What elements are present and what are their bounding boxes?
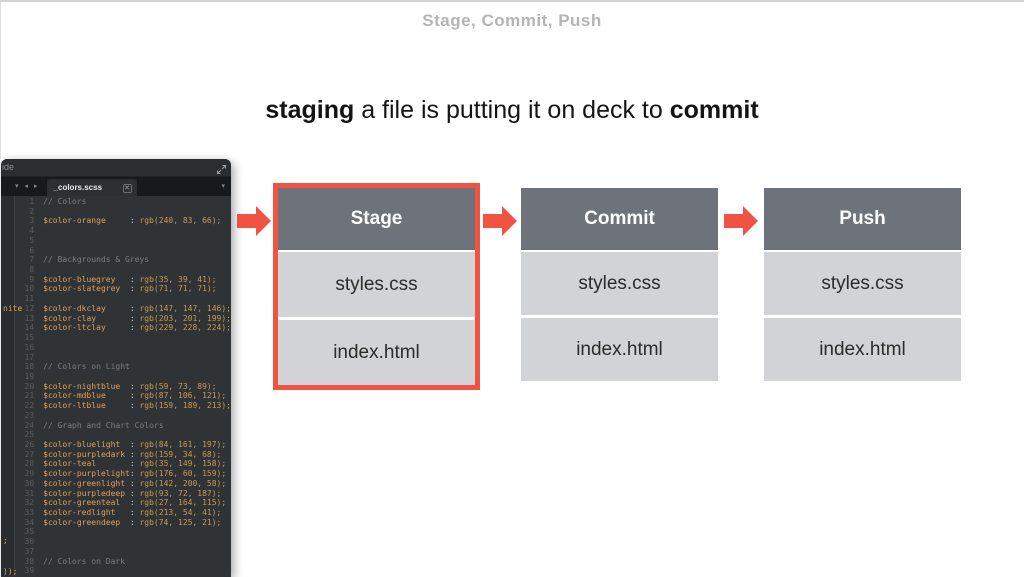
code-line: 12$color-dkclay : rgb(147, 147, 146); bbox=[24, 303, 232, 313]
code-line: 29$color-purplelight: rgb(176, 60, 159); bbox=[24, 469, 227, 479]
code-line: 30$color-greenlight : rgb(142, 200, 58); bbox=[24, 478, 227, 488]
code-editor-window: ide ▾ ◂ ▸ _colors.scss ✕ ▾ nite ; )); 1 bbox=[1, 159, 231, 577]
code-line: 6 bbox=[29, 245, 35, 255]
code-line: 21$color-mdblue : rgb(87, 106, 121); bbox=[24, 391, 227, 401]
code-line: 35 bbox=[24, 527, 35, 537]
code-line: 25 bbox=[24, 430, 35, 440]
code-line: 7// Backgrounds & Greys bbox=[29, 255, 150, 265]
stage-box-header: Stage bbox=[278, 188, 475, 250]
code-line: 9$color-bluegrey : rgb(35, 39, 41); bbox=[29, 274, 217, 284]
code-line: 24// Graph and Chart Colors bbox=[24, 420, 164, 430]
flow-arrow-commit-to-push bbox=[724, 206, 758, 236]
heading-bold-commit: commit bbox=[669, 96, 759, 124]
code-line: 18// Colors on Light bbox=[24, 362, 130, 372]
code-line: 20$color-nightblue : rgb(59, 73, 89); bbox=[24, 381, 217, 391]
code-line: 31$color-purpledeep : rgb(93, 72, 187); bbox=[24, 488, 222, 498]
slide-header-title: Stage, Commit, Push bbox=[422, 11, 602, 30]
stage-file-row: styles.css bbox=[278, 252, 475, 317]
code-line: 22$color-ltblue : rgb(159, 189, 213); bbox=[24, 401, 232, 411]
commit-box: Commit styles.css index.html bbox=[521, 188, 718, 381]
fullscreen-icon[interactable] bbox=[216, 162, 227, 174]
code-line: 5 bbox=[29, 235, 35, 245]
code-line: 26$color-bluelight : rgb(84, 161, 197); bbox=[24, 439, 227, 449]
tab-label: _colors.scss bbox=[53, 183, 103, 192]
code-line: 4 bbox=[29, 226, 35, 236]
code-fragment: ; bbox=[3, 536, 8, 545]
code-line: 17 bbox=[24, 352, 35, 362]
code-line: 28$color-teal : rgb(35, 149, 158); bbox=[24, 459, 227, 469]
flow-arrow-stage-to-commit bbox=[483, 206, 517, 236]
code-line: 37 bbox=[24, 546, 35, 556]
code-line: 14$color-ltclay : rgb(229, 228, 224); bbox=[24, 323, 232, 333]
code-line: 34$color-greendeep : rgb(74, 125, 21); bbox=[24, 517, 222, 527]
code-line: 13$color-clay : rgb(203, 201, 199); bbox=[24, 313, 232, 323]
commit-file-row: styles.css bbox=[521, 252, 718, 315]
slide-top-border bbox=[0, 0, 1024, 2]
close-tab-icon[interactable]: ✕ bbox=[122, 184, 132, 193]
code-line: 27$color-purpledark : rgb(159, 34, 68); bbox=[24, 449, 222, 459]
stage-file-row: index.html bbox=[278, 320, 475, 385]
code-line: 16 bbox=[24, 342, 35, 352]
nav-forward-icon[interactable]: ▸ bbox=[34, 183, 38, 190]
tab-colors-scss[interactable]: _colors.scss ✕ bbox=[46, 179, 137, 196]
code-line: 36 bbox=[24, 537, 35, 547]
tab-list-icon[interactable]: ▾ bbox=[221, 183, 225, 190]
code-line: 2 bbox=[29, 206, 35, 216]
editor-tabbar: ▾ ◂ ▸ _colors.scss ✕ ▾ bbox=[1, 177, 231, 196]
push-file-row: styles.css bbox=[764, 252, 961, 315]
slide-left-border bbox=[0, 2, 1, 159]
code-line: 39 bbox=[24, 566, 35, 576]
code-line: 1// Colors bbox=[29, 197, 87, 206]
code-line: 8 bbox=[29, 265, 35, 275]
push-box: Push styles.css index.html bbox=[764, 188, 961, 381]
slide-heading: staging a file is putting it on deck to … bbox=[0, 96, 1024, 125]
nav-back-icon[interactable]: ◂ bbox=[24, 183, 29, 190]
push-box-header: Push bbox=[764, 188, 961, 250]
stage-box: Stage styles.css index.html bbox=[273, 183, 480, 390]
window-title-fragment: ide bbox=[2, 162, 15, 172]
code-line: 19 bbox=[24, 371, 35, 381]
code-line: 23 bbox=[24, 410, 35, 420]
push-file-row: index.html bbox=[764, 318, 961, 381]
code-line: 3$color-orange : rgb(240, 83, 66); bbox=[29, 216, 222, 226]
commit-box-header: Commit bbox=[521, 188, 718, 250]
code-fragment: nite bbox=[3, 304, 23, 313]
code-line: 10$color-slategrey : rgb(71, 71, 71); bbox=[24, 284, 217, 294]
code-line: 32$color-greenteal : rgb(27, 164, 115); bbox=[24, 498, 227, 508]
code-line: 11 bbox=[24, 294, 35, 304]
code-line: 33$color-redlight : rgb(213, 54, 41); bbox=[24, 508, 222, 517]
tab-overflow-icon[interactable]: ▾ bbox=[15, 183, 19, 190]
flow-arrow-into-stage bbox=[237, 206, 271, 236]
editor-titlebar: ide bbox=[1, 159, 231, 177]
heading-middle-text: a file is putting it on deck to bbox=[354, 96, 670, 124]
heading-bold-staging: staging bbox=[265, 96, 355, 124]
code-line: 15 bbox=[24, 333, 35, 343]
background-pane-sliver: nite ; )); bbox=[1, 196, 22, 576]
commit-file-row: index.html bbox=[521, 318, 718, 381]
code-fragment: )); bbox=[3, 567, 18, 576]
code-line: 38// Colors on Dark bbox=[24, 556, 126, 566]
